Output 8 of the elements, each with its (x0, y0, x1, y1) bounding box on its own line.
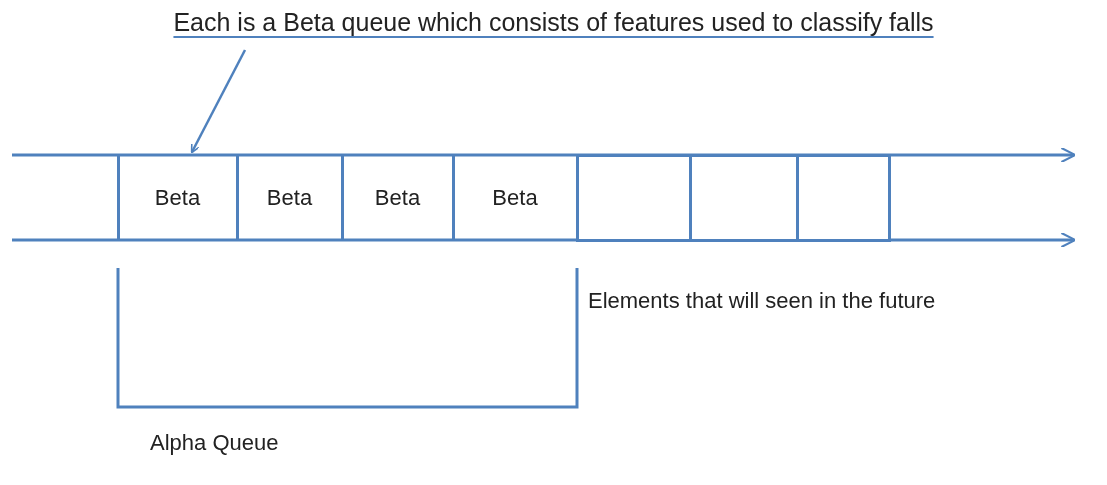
leader-arrow (190, 49, 247, 154)
note-text: Alpha Queue (150, 430, 279, 456)
cell-label: Beta (154, 184, 201, 211)
note-text: Elements that will seen in the future (588, 288, 936, 314)
cell-label: Beta (492, 184, 538, 211)
heading-text: Each is a Beta queue which consists of features used to classify falls (20, 8, 1087, 37)
cell-label: Beta (266, 184, 313, 211)
cell-label: Beta (374, 184, 421, 211)
